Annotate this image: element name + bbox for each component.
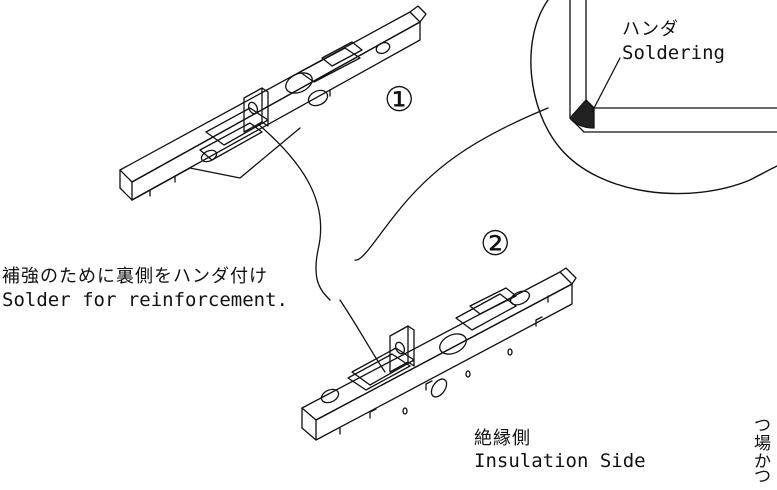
part-1-marker: ① (384, 80, 415, 120)
cropped-text-line-3: か (754, 452, 772, 472)
bracket-part-1 (119, 5, 427, 201)
reinforcement-note-jp: 補強のために裏側をハンダ付け (2, 266, 268, 287)
soldering-label-en: Soldering (622, 42, 725, 64)
cropped-text-line-1: つ (754, 416, 772, 436)
reinforcement-note-en: Solder for reinforcement. (2, 289, 288, 311)
insulation-side-en: Insulation Side (474, 450, 646, 472)
cropped-text-line-2: 場 (754, 434, 772, 454)
part-2-marker: ② (480, 224, 511, 264)
connection-curves (257, 107, 549, 373)
soldering-label-jp: ハンダ (622, 19, 679, 40)
bracket-part-2 (301, 267, 577, 441)
cropped-text-line-4: つ (754, 470, 772, 484)
solder-detail-magnifier (530, 0, 777, 195)
insulation-side-jp: 絶縁側 (474, 428, 531, 449)
